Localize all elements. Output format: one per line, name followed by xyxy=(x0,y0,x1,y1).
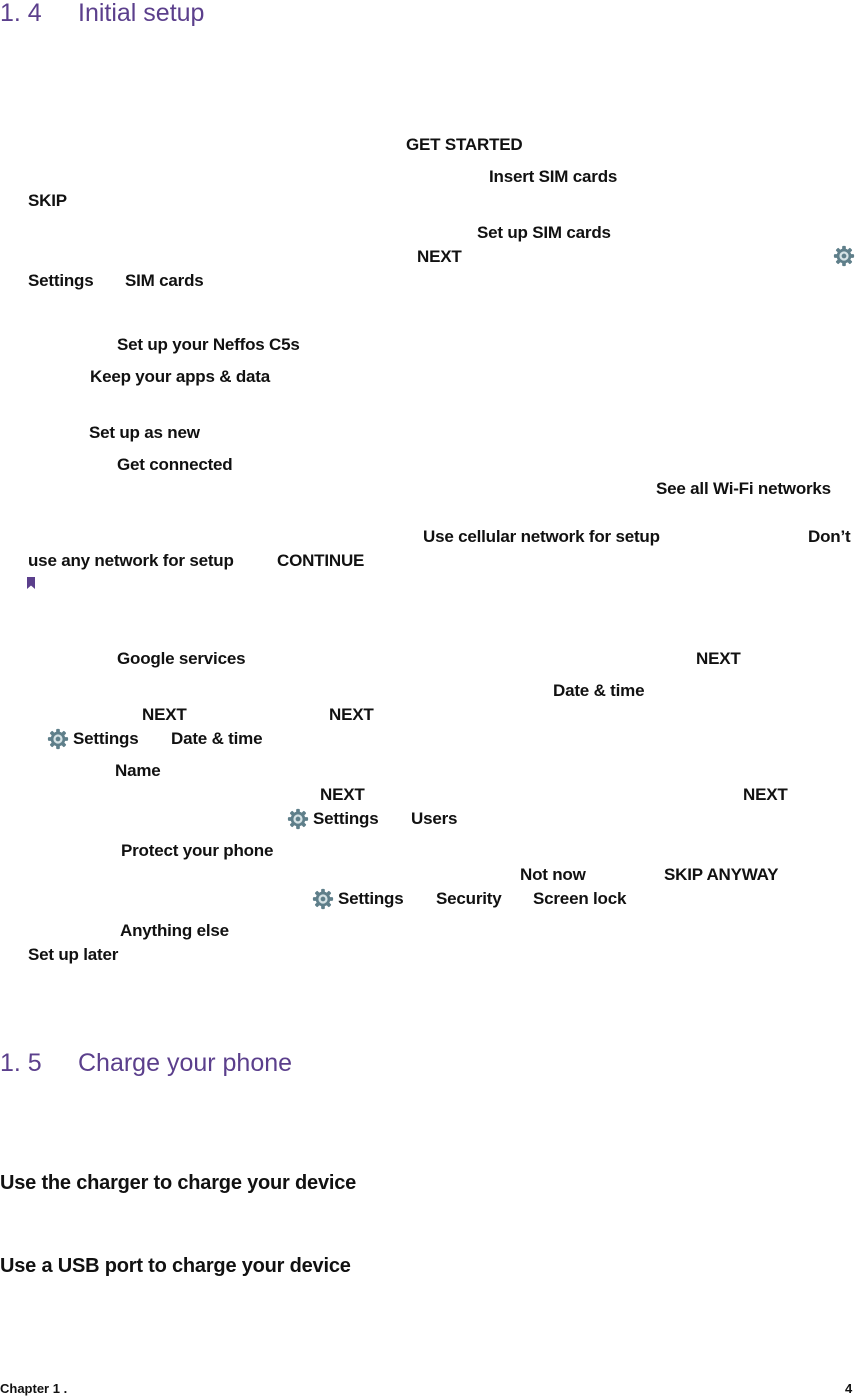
skip-anyway-label: SKIP ANYWAY xyxy=(664,865,779,884)
settings-label: Settings xyxy=(28,271,94,290)
screen-lock-label: Screen lock xyxy=(533,889,627,908)
see-all-wifi-label: See all Wi-Fi networks xyxy=(656,479,831,498)
next-label: NEXT xyxy=(743,785,788,804)
next-label: NEXT xyxy=(142,705,187,724)
get-started-label: GET STARTED xyxy=(406,135,523,154)
next-label: NEXT xyxy=(329,705,374,724)
section-number: 1. 5 xyxy=(0,1049,42,1077)
gear-icon xyxy=(833,245,855,267)
next-label: NEXT xyxy=(417,247,462,266)
date-time-label: Date & time xyxy=(553,681,645,700)
section-heading-1-4: 1. 4 Initial setup xyxy=(0,0,204,27)
gear-icon xyxy=(312,888,334,910)
charger-subheading: Use the charger to charge your device xyxy=(0,1172,357,1194)
footer-chapter: Chapter 1 . xyxy=(0,1381,68,1396)
set-up-sim-cards-label: Set up SIM cards xyxy=(477,223,611,242)
settings-label: Settings xyxy=(313,809,379,828)
users-label: Users xyxy=(411,809,458,828)
keep-apps-data-label: Keep your apps & data xyxy=(90,367,271,386)
next-label: NEXT xyxy=(696,649,741,668)
section-title: Charge your phone xyxy=(78,1049,293,1077)
settings-label: Settings xyxy=(338,889,404,908)
date-time-label: Date & time xyxy=(171,729,263,748)
use-cellular-label: Use cellular network for setup xyxy=(423,527,660,546)
protect-phone-label: Protect your phone xyxy=(121,841,274,860)
gear-icon xyxy=(47,728,69,750)
name-label: Name xyxy=(115,761,161,780)
usb-subheading: Use a USB port to charge your device xyxy=(0,1255,351,1277)
skip-label: SKIP xyxy=(28,191,67,210)
security-label: Security xyxy=(436,889,502,908)
section-title: Initial setup xyxy=(78,0,205,27)
set-up-later-label: Set up later xyxy=(28,945,119,964)
anything-else-label: Anything else xyxy=(120,921,229,940)
continue-label: CONTINUE xyxy=(277,551,365,570)
dont-use-network-label: Don’t xyxy=(808,527,851,546)
google-services-label: Google services xyxy=(117,649,246,668)
page-number: 4 xyxy=(845,1381,853,1396)
section-heading-1-5: 1. 5 Charge your phone xyxy=(0,1049,292,1077)
settings-label: Settings xyxy=(73,729,139,748)
sim-cards-label: SIM cards xyxy=(125,271,204,290)
gear-icon xyxy=(287,808,309,830)
section-number: 1. 4 xyxy=(0,0,42,27)
set-up-as-new-label: Set up as new xyxy=(89,423,200,442)
bookmark-icon xyxy=(27,577,35,589)
get-connected-label: Get connected xyxy=(117,455,233,474)
insert-sim-cards-label: Insert SIM cards xyxy=(489,167,618,186)
dont-use-network-label-cont: use any network for setup xyxy=(28,551,234,570)
set-up-phone-label: Set up your Neffos C5s xyxy=(117,335,300,354)
next-label: NEXT xyxy=(320,785,365,804)
not-now-label: Not now xyxy=(520,865,586,884)
